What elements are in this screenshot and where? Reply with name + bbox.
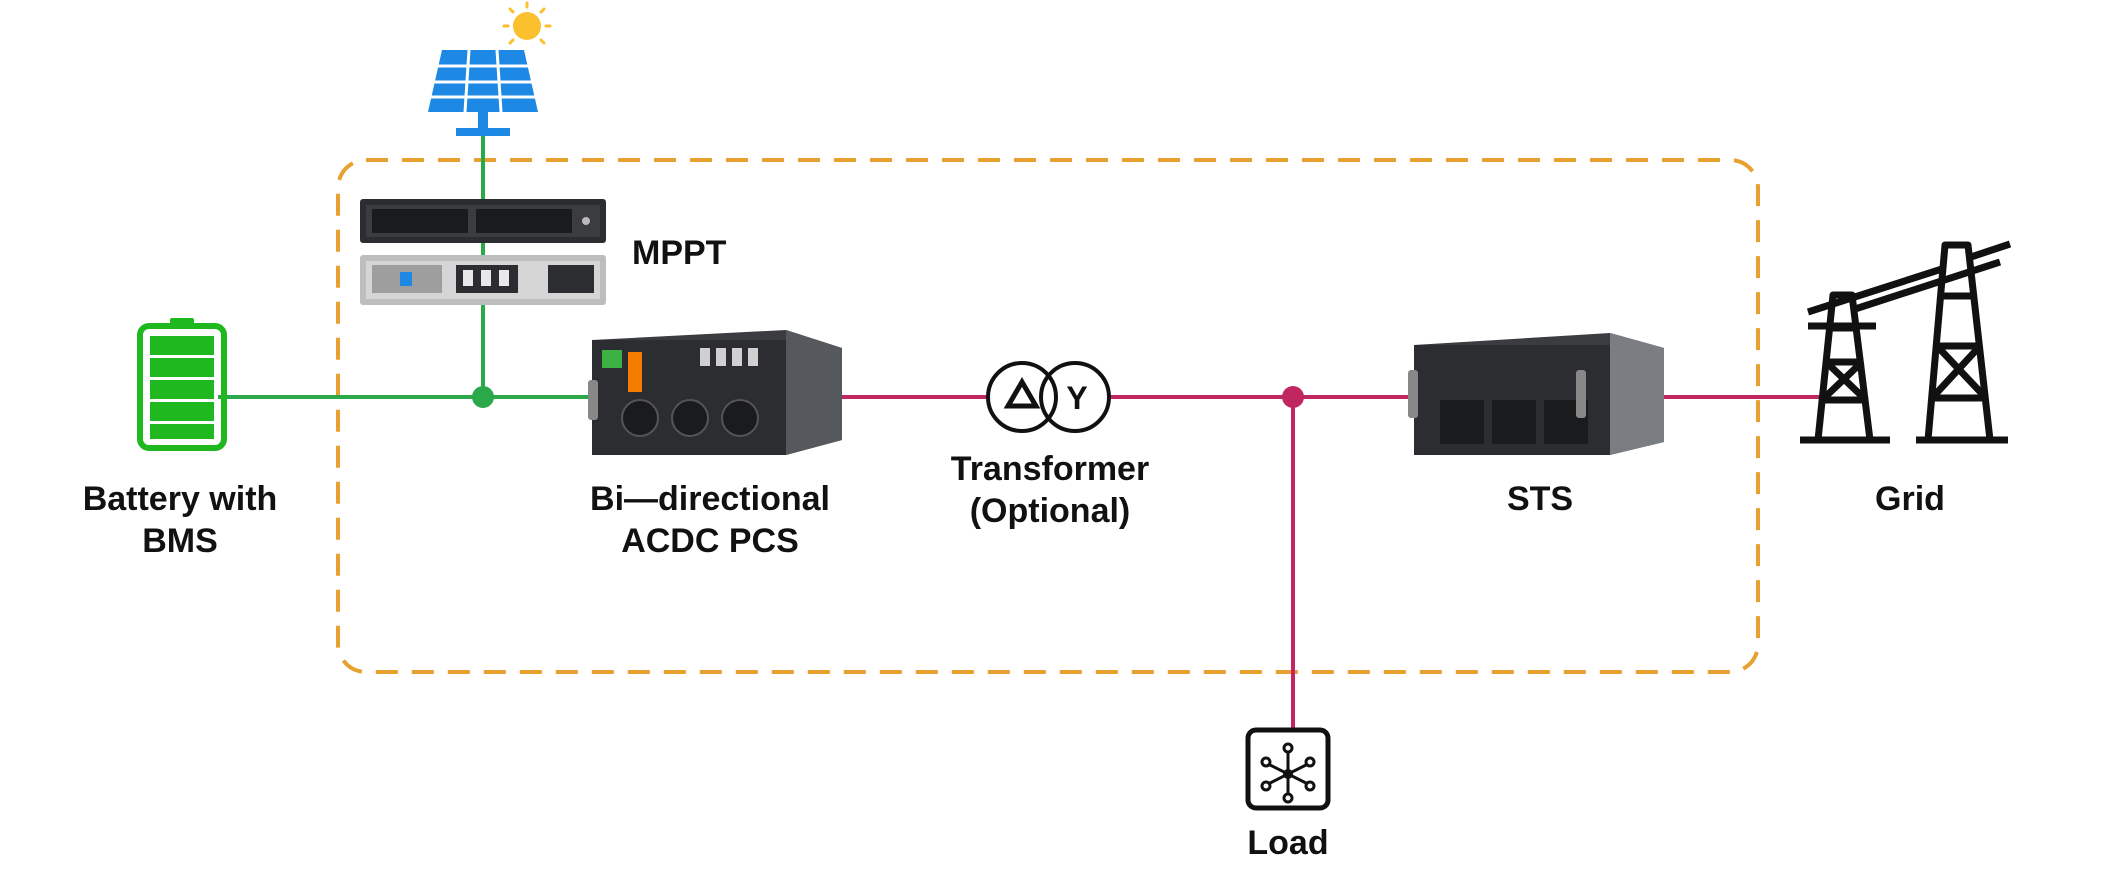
transformer-label-line2: (Optional) [969,492,1131,530]
pcs-label-line1: Bi—directional [590,480,830,518]
sts-label: STS [1480,478,1600,520]
battery-icon [137,318,227,451]
transformer-icon: Y [986,361,1111,433]
transformer-label-line1: Transformer [950,450,1150,488]
transformer-label: Transformer (Optional) [910,448,1190,532]
load-label-text: Load [1247,824,1329,862]
load-label: Load [1228,822,1348,864]
pcs-unit [588,330,842,455]
battery-label-line2: BMS [142,522,218,560]
sun-icon [502,1,552,45]
pcs-label-line2: ACDC PCS [621,522,799,560]
battery-label: Battery with BMS [60,478,300,562]
sts-unit [1408,333,1664,455]
pcs-label: Bi—directional ACDC PCS [560,478,860,562]
ac-junction-node [1282,386,1304,408]
sts-label-text: STS [1506,480,1574,518]
system-boundary [336,158,1760,674]
solar-panel-icon [428,49,538,136]
load-icon [1245,727,1331,811]
ac-bus [842,395,1822,730]
mppt-label: MPPT [632,232,726,274]
battery-label-line1: Battery with [82,480,278,518]
grid-tower-icon [1800,240,2012,444]
mppt-label-text: MPPT [632,234,727,272]
mppt-unit [360,199,606,305]
grid-label-text: Grid [1875,480,1945,518]
dc-junction-node [472,386,494,408]
transformer-wye-symbol: Y [1066,380,1087,416]
grid-label: Grid [1850,478,1970,520]
